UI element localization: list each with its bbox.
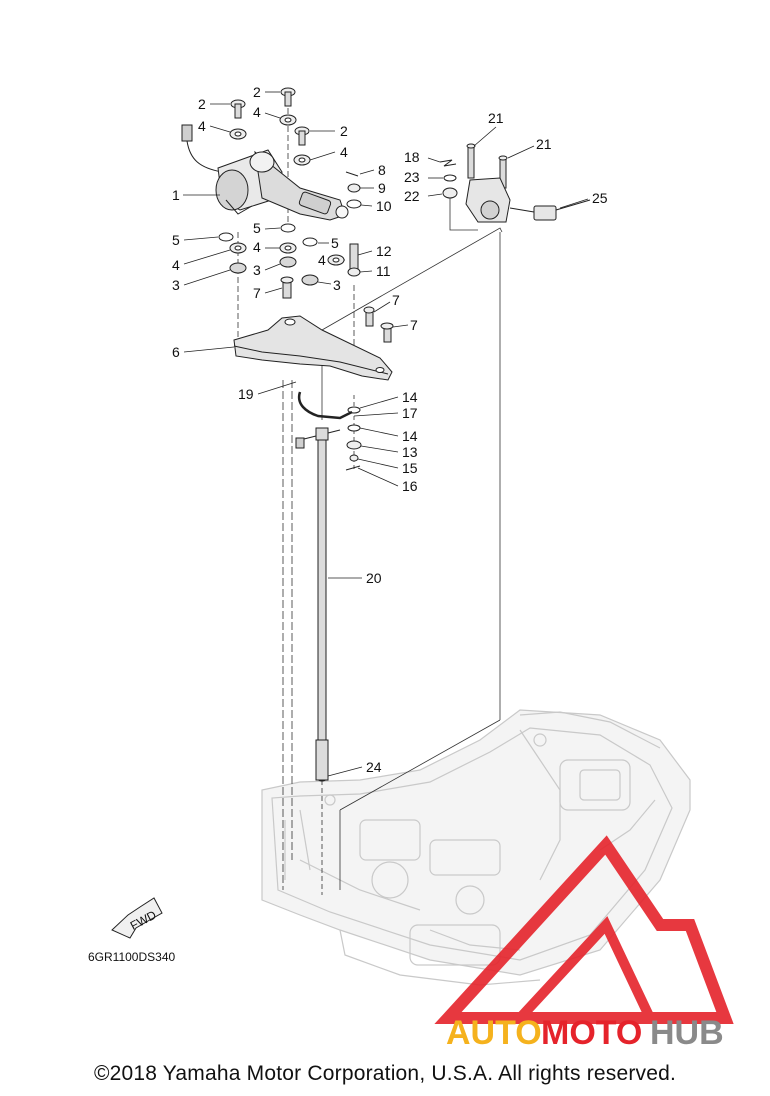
callout-9: 9 [378,180,386,196]
copyright-notice: ©2018 Yamaha Motor Corporation, U.S.A. A… [93,1062,677,1085]
callout-2: 2 [198,96,206,112]
callout-18: 18 [404,149,420,165]
callout-13: 13 [402,444,418,460]
callout-15: 15 [402,460,418,476]
callout-7: 7 [392,292,400,308]
callout-10: 10 [376,198,392,214]
callout-4: 4 [172,257,180,273]
callout-24: 24 [366,759,382,775]
watermark-text: AUTO MOTO HUB [446,1014,724,1052]
callout-5: 5 [331,235,339,251]
callout-19: 19 [238,386,254,402]
hardware-parts [218,87,508,782]
callout-12: 12 [376,243,392,259]
callout-7: 7 [410,317,418,333]
neutral-switch-unit [465,177,591,223]
tilt-actuator-motor [181,124,349,221]
mounting-bracket [233,315,393,381]
callout-1: 1 [172,187,180,203]
callout-6: 6 [172,344,180,360]
callout-2: 2 [340,123,348,139]
callout-4: 4 [253,104,261,120]
callout-4: 4 [198,118,206,134]
shift-rod [295,391,353,781]
drawing-code: 6GR1100DS340 [88,950,175,964]
watermark-auto: AUTO [446,1014,542,1052]
forward-direction-arrow: FWD [111,897,163,939]
callout-4: 4 [340,144,348,160]
callout-21: 21 [488,110,504,126]
watermark-logo [434,835,734,1024]
watermark-moto: MOTO [541,1014,642,1052]
callout-4: 4 [318,252,326,268]
watermark-hub: HUB [650,1014,724,1052]
callout-23: 23 [404,169,420,185]
callout-22: 22 [404,188,420,204]
callout-11: 11 [376,263,391,279]
callout-14: 14 [402,428,418,444]
callout-16: 16 [402,478,418,494]
callout-21: 21 [536,136,552,152]
callout-25: 25 [592,190,608,206]
callout-5: 5 [172,232,180,248]
callout-7: 7 [253,285,261,301]
callout-14: 14 [402,389,418,405]
alignment-lines [237,108,503,895]
lower-cowling-drawing [261,709,691,986]
callout-17: 17 [402,405,418,421]
callout-3: 3 [253,262,261,278]
callout-20: 20 [366,570,382,586]
callout-2: 2 [253,84,261,100]
callout-3: 3 [172,277,180,293]
callout-labels: 1 2 2 2 4 4 4 5 5 5 4 4 4 3 3 3 7 7 [172,84,608,777]
callout-8: 8 [378,162,386,178]
callout-5: 5 [253,220,261,236]
callout-4: 4 [253,239,261,255]
callout-3: 3 [333,277,341,293]
